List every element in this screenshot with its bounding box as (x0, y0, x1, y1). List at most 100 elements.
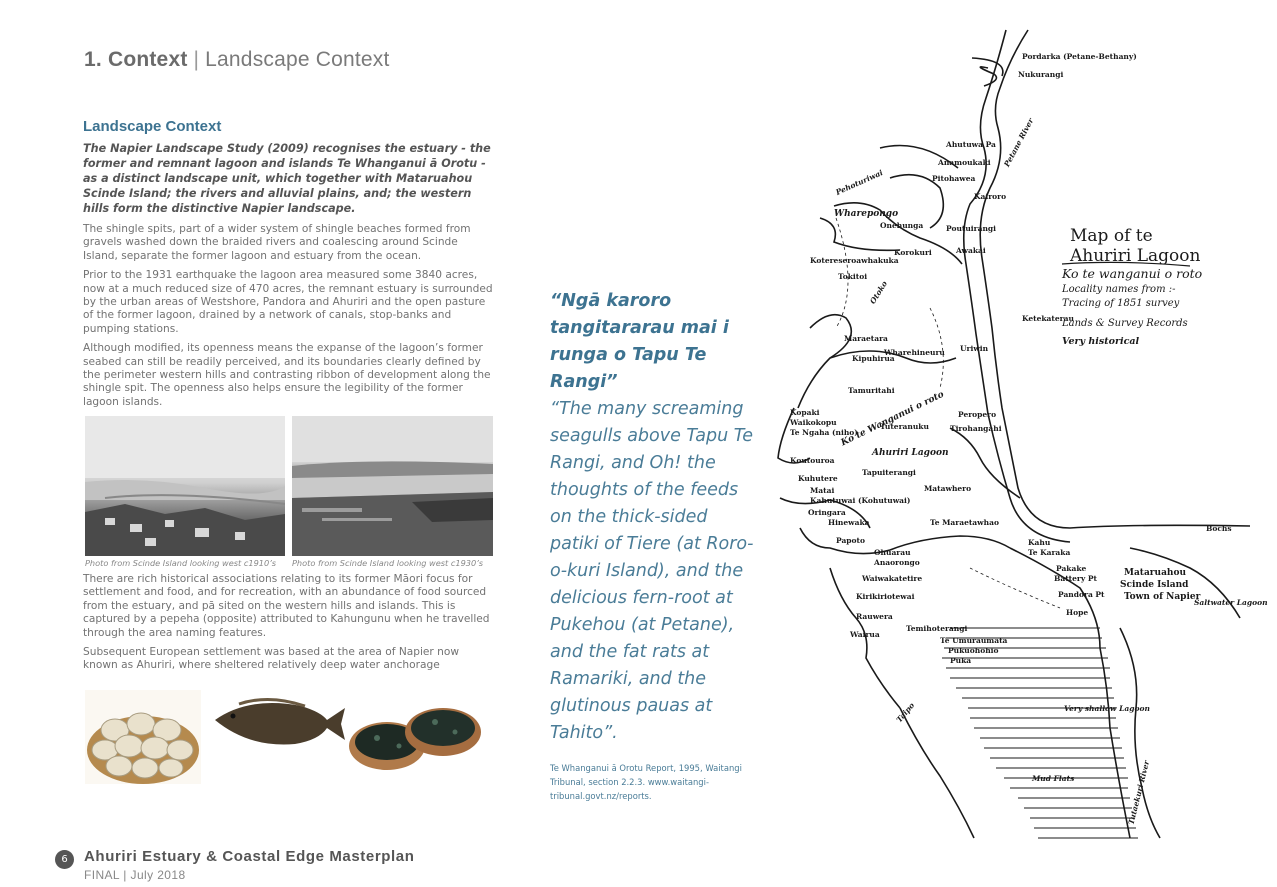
page-number-badge: 6 (55, 850, 74, 869)
map-label: Tapuiterangi (862, 468, 916, 477)
body-paragraph: Although modified, its openness means th… (83, 342, 491, 408)
body-paragraph: The shingle spits, part of a wider syste… (83, 223, 471, 262)
map-label: Papoto (836, 536, 866, 545)
map-label: Kipuhirua (852, 354, 895, 363)
flounder-patiki-image (209, 692, 347, 752)
historic-photo-1910s (85, 416, 285, 556)
map-label: Mud Flats (1032, 774, 1075, 783)
map-note: Locality names from :- (1062, 284, 1176, 295)
map-label: Te Maraetawhao (930, 518, 999, 527)
map-label: Peropero (958, 410, 997, 419)
map-label: Kahu (1028, 538, 1051, 547)
map-label: Te Umuraumata (940, 636, 1008, 645)
map-label: Wairua (850, 630, 880, 639)
map-label: Onehunga (880, 221, 924, 230)
map-label: Pakake (1056, 564, 1087, 573)
map-label: Hope (1066, 608, 1089, 617)
map-label: Matawhero (924, 484, 972, 493)
map-label: Matai (810, 486, 835, 495)
map-label: Ahuriri Lagoon (872, 448, 949, 458)
map-label: Wharepongo (834, 209, 899, 219)
map-label: Poutuirangi (946, 224, 997, 233)
quote-english: “The many screaming seagulls above Tapu … (550, 399, 754, 743)
map-label: Tirohangahi (950, 424, 1002, 433)
map-label: Nukurangi (1018, 70, 1064, 79)
photo-caption-1: Photo from Scinde Island looking west c1… (85, 558, 277, 568)
map-title-line-2: Ahuriri Lagoon (1070, 246, 1201, 266)
pepeha-quote: “Ngā karoro tangitararau mai i runga o T… (550, 288, 760, 803)
map-label: Oringara (808, 508, 846, 517)
map-label: Tuteranuku (880, 422, 929, 431)
map-label: Awakai (956, 246, 986, 255)
footer-document-title: Ahuriri Estuary & Coastal Edge Masterpla… (84, 848, 415, 865)
map-label: Bochs (1206, 524, 1232, 533)
map-label: Ketekaterau (1022, 314, 1074, 323)
map-label: Waiwakatetire (862, 574, 923, 583)
map-label: Mataruahou (1124, 568, 1186, 578)
title-separator: | (193, 48, 200, 71)
map-label: Tokitoi (838, 272, 868, 281)
map-label: Ahutuwa Pa (946, 140, 996, 149)
map-note: Lands & Survey Records (1062, 318, 1188, 329)
map-label: Town of Napier (1124, 592, 1201, 602)
lead-paragraph: The Napier Landscape Study (2009) recogn… (83, 142, 491, 215)
map-title-line-1: Map of te (1070, 226, 1153, 246)
map-label: Pukuohohio (948, 646, 999, 655)
text-column-upper: Landscape Context The Napier Landscape S… (83, 118, 495, 415)
historic-lagoon-map: Map of te Ahuriri Lagoon Ko te wanganui … (770, 28, 1268, 853)
cockles-basket-image (85, 690, 201, 784)
page-footer: 6 Ahuriri Estuary & Coastal Edge Masterp… (55, 848, 655, 884)
map-label: Te Karaka (1028, 548, 1071, 557)
map-label: Very shallow Lagoon (1064, 704, 1150, 713)
map-label: Wharehineuru (884, 348, 945, 357)
map-label: Korokuri (894, 248, 932, 257)
map-title: Map of te Ahuriri Lagoon (1070, 226, 1200, 266)
map-label: Koutouroa (790, 456, 835, 465)
map-label: Puka (950, 656, 972, 665)
body-paragraph: Subsequent European settlement was based… (83, 646, 460, 672)
footer-status: FINAL | July 2018 (84, 868, 186, 882)
map-label: Waikokopu (790, 418, 837, 427)
text-column-lower: There are rich historical associations r… (83, 573, 495, 679)
map-label: Pandora Pt (1058, 590, 1105, 599)
map-label: Ohuarau (874, 548, 911, 557)
map-note: Very historical (1062, 336, 1140, 347)
map-label: Anamoukaki (938, 158, 991, 167)
page-title: 1. Context|Landscape Context (84, 48, 390, 72)
body-paragraph: There are rich historical associations r… (83, 573, 490, 639)
photo-caption-2: Photo from Scinde Island looking west c1… (292, 558, 484, 568)
map-label: Temihoterangi (906, 624, 968, 633)
map-label: Kirikiriotewai (856, 592, 915, 601)
map-label: Maraetara (844, 334, 888, 343)
quote-maori: “Ngā karoro tangitararau mai i runga o T… (550, 291, 729, 392)
section-number: 1. Context (84, 48, 188, 71)
map-linework (777, 29, 1250, 839)
map-label: Te Ngaha (niho) (790, 428, 858, 437)
map-label: Kopaki (790, 408, 820, 417)
map-label: Pitohawea (932, 174, 976, 183)
map-label: Kotereseroawhakuka (810, 256, 899, 265)
food-images (85, 686, 485, 786)
map-label: Kuhutere (798, 474, 838, 483)
historic-photos (85, 416, 493, 556)
map-label: Pordarka (Petane-Bethany) (1022, 52, 1137, 61)
map-label: Kairoro (974, 192, 1007, 201)
map-label: Hinewaka (828, 518, 870, 527)
historic-photo-1930s (292, 416, 493, 556)
map-label: Battery Pt (1054, 574, 1097, 583)
paua-shells-image (347, 700, 483, 774)
quote-source: Te Whanganui ā Orotu Report, 1995, Waita… (550, 763, 742, 801)
map-label: Scinde Island (1120, 580, 1189, 590)
body-paragraph: Prior to the 1931 earthquake the lagoon … (83, 269, 493, 335)
map-label: Tamuritahi (848, 386, 895, 395)
section-subtitle: Landscape Context (205, 48, 390, 71)
map-label: Uriwin (960, 344, 989, 353)
section-heading: Landscape Context (83, 118, 222, 135)
photo-captions: Photo from Scinde Island looking west c1… (85, 558, 495, 570)
map-label: Kahutuwai (Kohutuwai) (810, 496, 911, 505)
map-subtitle: Ko te wanganui o roto (1062, 266, 1203, 281)
map-label: Saltwater Lagoon (1194, 598, 1268, 607)
map-label: Rauwera (856, 612, 893, 621)
map-label: Anaorongo (874, 558, 920, 567)
map-note: Tracing of 1851 survey (1062, 298, 1180, 309)
